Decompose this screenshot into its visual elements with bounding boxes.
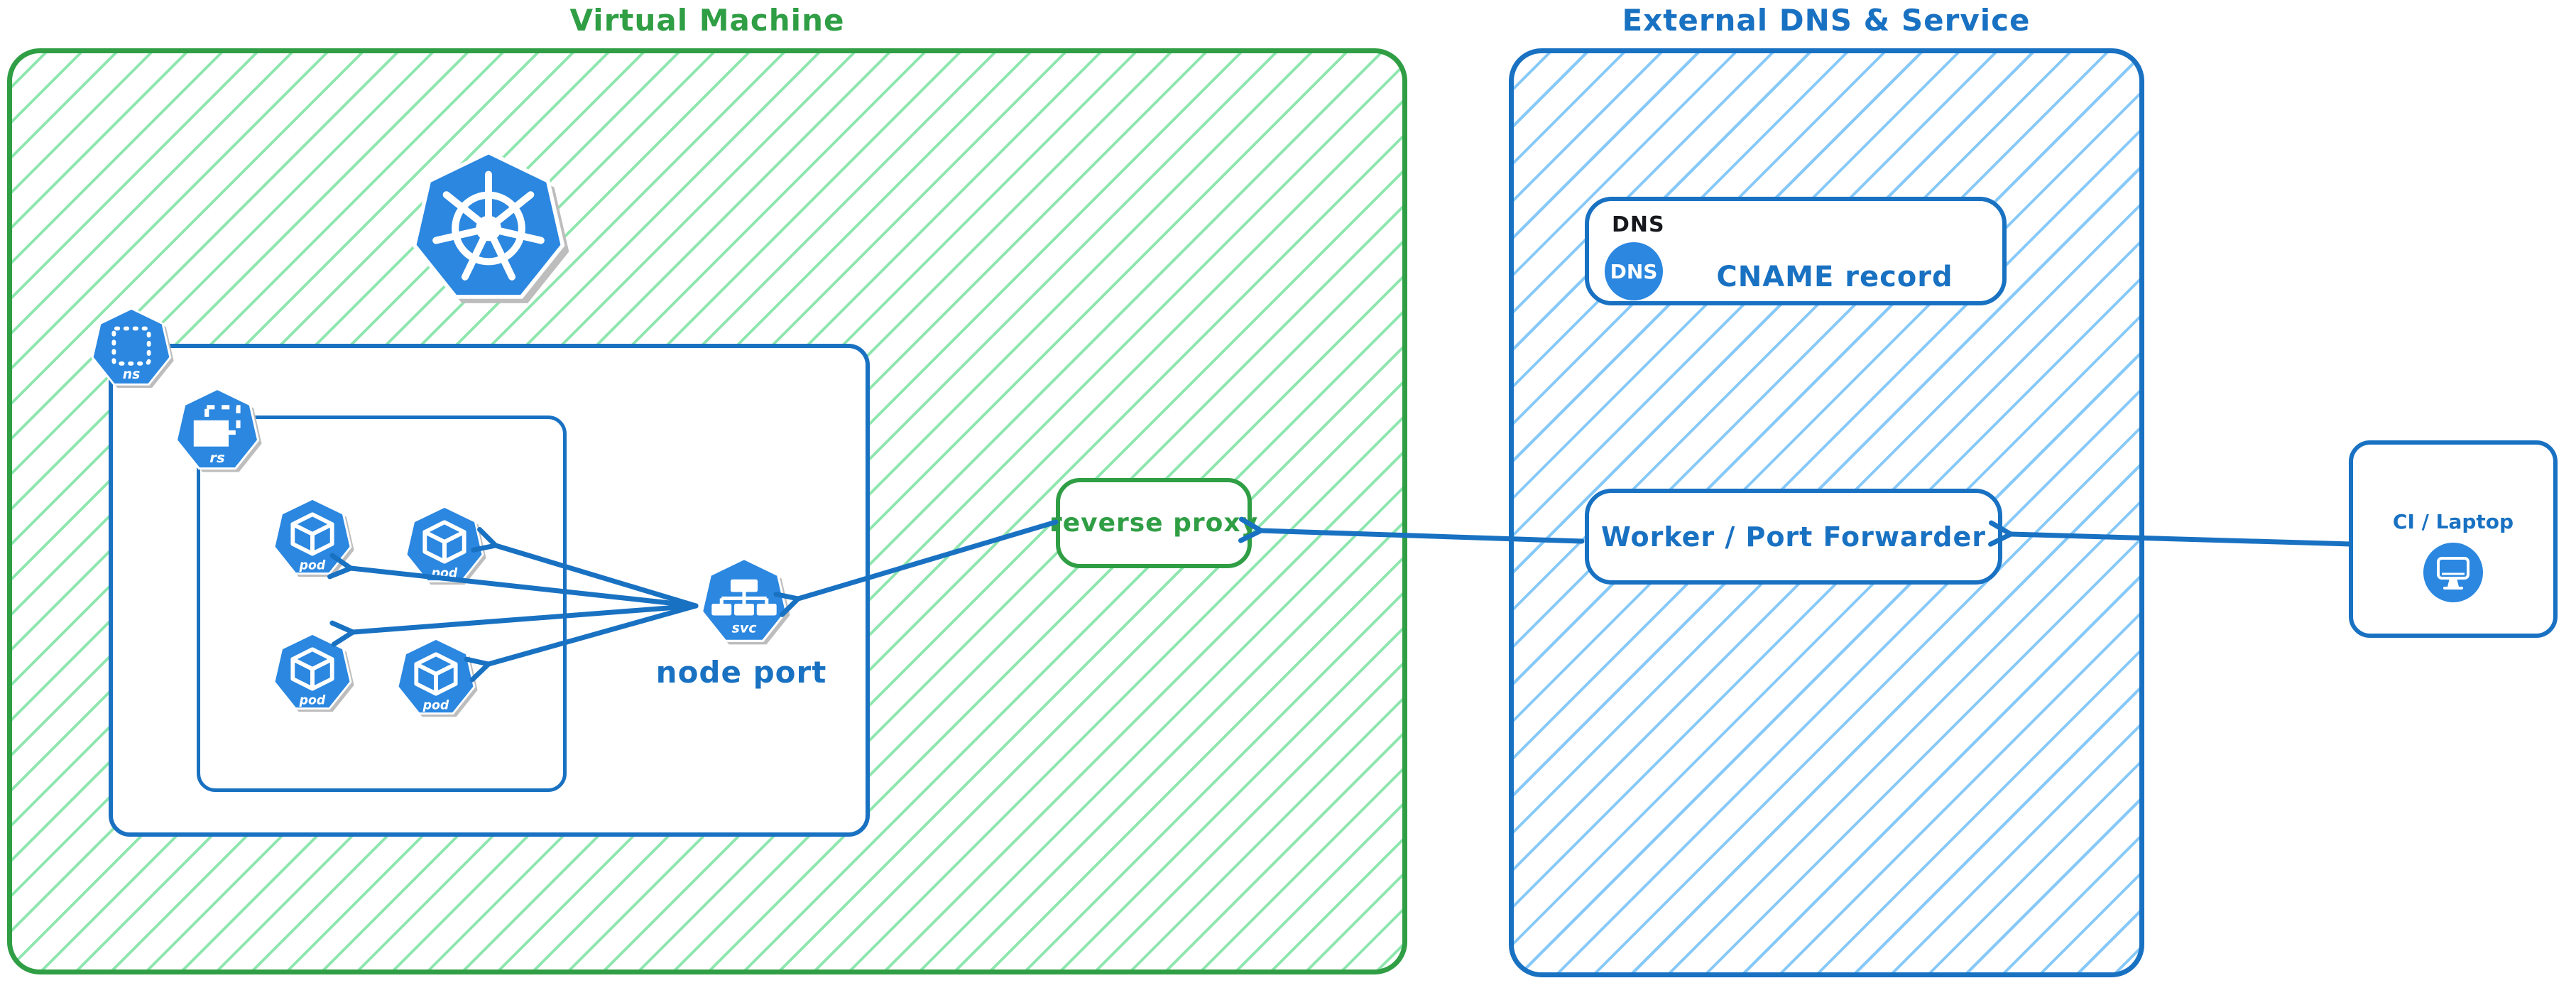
worker-port-forwarder-label: Worker / Port Forwarder [1600, 521, 1987, 553]
ci-laptop-box: CI / Laptop [2349, 440, 2558, 638]
replicaset-icon: rs [175, 387, 262, 472]
reverse-proxy-box: reverse proxy [1049, 478, 1257, 568]
kubernetes-logo-icon [412, 150, 569, 303]
service-icon: svc [700, 557, 790, 645]
dns-record-card: DNS DNS CNAME record [1585, 197, 2007, 305]
svg-text:svc: svc [732, 621, 758, 636]
dns-badge-icon: DNS [1605, 242, 1663, 300]
svg-text:pod: pod [299, 694, 326, 708]
pod-icon: pod [273, 497, 354, 577]
svg-text:pod: pod [299, 559, 326, 573]
svg-text:ns: ns [123, 367, 141, 382]
dns-heading: DNS [1612, 212, 1665, 237]
svg-text:pod: pod [422, 699, 449, 713]
computer-monitor-icon [2423, 543, 2483, 602]
dns-badge-label: DNS [1610, 259, 1658, 283]
node-port-caption: node port [655, 655, 827, 690]
pod-icon: pod [405, 505, 486, 585]
virtual-machine-title: Virtual Machine [569, 3, 845, 38]
ci-laptop-label: CI / Laptop [2392, 510, 2514, 533]
external-dns-title: External DNS & Service [1622, 3, 2031, 38]
pod-icon: pod [273, 632, 354, 712]
reverse-proxy-label: reverse proxy [1049, 509, 1259, 538]
svg-text:pod: pod [431, 567, 458, 581]
worker-port-forwarder-box: Worker / Port Forwarder [1585, 489, 2002, 585]
pod-icon: pod [396, 637, 478, 717]
cname-record-label: CNAME record [1716, 261, 1953, 293]
namespace-icon: ns [91, 307, 174, 389]
svg-text:rs: rs [209, 450, 225, 466]
